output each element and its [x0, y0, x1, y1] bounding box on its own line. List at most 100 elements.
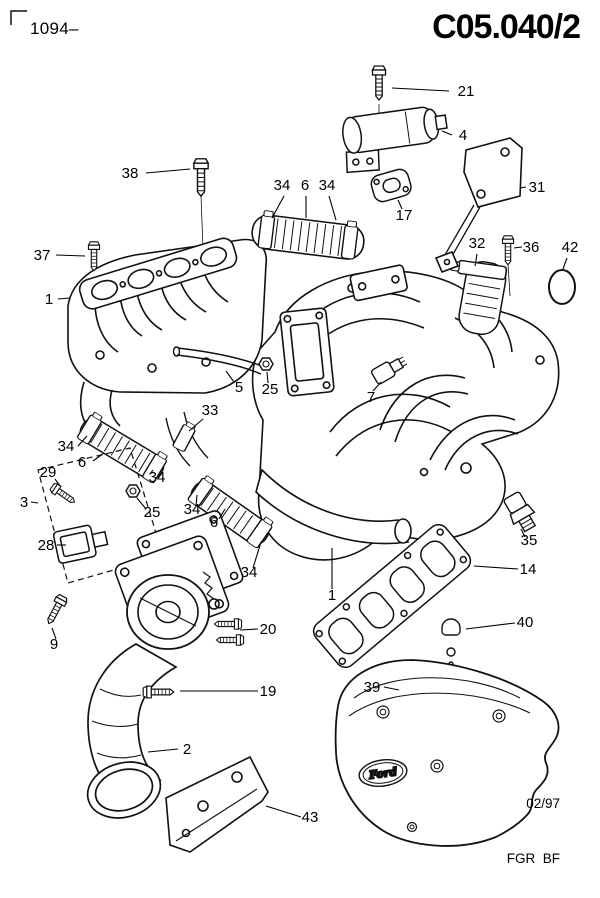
callout-label-25: 25 [262, 381, 279, 398]
callout-label-21: 21 [458, 83, 475, 100]
pipe-5 [172, 346, 265, 375]
callout-label-4: 4 [459, 127, 467, 144]
callout-leader-21 [391, 87, 450, 92]
footer-code: FGR BF [506, 850, 560, 866]
bolt-37 [87, 241, 101, 272]
callout-label-36: 36 [523, 239, 540, 256]
air-intake-tube-2 [86, 643, 178, 819]
callout-leader-40 [465, 622, 516, 630]
callout-label-5: 5 [235, 379, 243, 396]
callout-leader-32 [474, 253, 478, 267]
screw-9 [42, 593, 69, 627]
callout-label-29: 29 [40, 464, 57, 481]
callout-leader-39 [383, 686, 400, 691]
hose-upper [251, 209, 365, 260]
callout-label-34: 34 [149, 469, 166, 486]
callout-label-28: 28 [38, 537, 55, 554]
callout-leader-25 [136, 497, 147, 510]
callout-leader-29 [54, 478, 61, 487]
callout-leader-34 [195, 494, 198, 507]
idle-air-valve-4 [342, 106, 448, 174]
nut-25-upper [258, 357, 274, 371]
bolt-29 [48, 481, 78, 507]
bolt-21 [371, 65, 387, 101]
callout-leader-43 [265, 805, 302, 818]
sensor-35 [503, 491, 537, 533]
callout-leader-37 [55, 254, 86, 257]
gasket-14 [312, 524, 472, 668]
ford-logo-text: Ford [367, 765, 398, 782]
callout-leader-34 [328, 195, 337, 221]
callout-leader-25 [266, 371, 269, 384]
callout-leader-35 [520, 528, 526, 538]
callout-label-9: 9 [50, 636, 58, 653]
callout-label-2: 2 [183, 741, 191, 758]
hose-mid-left [76, 410, 170, 485]
bracket-43 [165, 755, 269, 853]
callout-leader-17 [397, 199, 403, 210]
bolt-19 [142, 685, 175, 699]
callout-label-43: 43 [302, 809, 319, 826]
callout-leader-38 [145, 168, 191, 174]
callout-label-38: 38 [122, 165, 139, 182]
callout-leader-6 [92, 452, 105, 462]
callout-leader-4 [441, 130, 453, 136]
callout-leader-2 [147, 748, 179, 753]
intake-manifold-left [67, 237, 267, 431]
callout-leader-14 [473, 565, 519, 570]
throttle-flange [279, 307, 335, 397]
callout-label-40: 40 [517, 614, 534, 631]
callout-label-6: 6 [210, 514, 218, 531]
bolt-20b [215, 634, 245, 646]
crop-mark [10, 10, 27, 25]
hose-clamp-32 [449, 258, 508, 281]
callout-label-34: 34 [241, 564, 258, 581]
sensor-7 [371, 356, 408, 385]
callout-leader-1 [57, 297, 71, 300]
callout-leader-42 [562, 257, 568, 270]
callout-label-14: 14 [520, 561, 537, 578]
grommet-40 [441, 618, 461, 667]
callout-label-34: 34 [184, 501, 201, 518]
callout-leader-9 [51, 627, 57, 640]
callout-label-20: 20 [260, 621, 277, 638]
callout-label-39: 39 [364, 679, 381, 696]
callout-label-6: 6 [78, 454, 86, 471]
callout-label-34: 34 [58, 438, 75, 455]
nut-25-lower [125, 484, 141, 498]
callout-label-37: 37 [34, 247, 51, 264]
bolt-20a [213, 618, 243, 630]
bolt-36 [501, 235, 515, 266]
callout-leader-34 [149, 469, 154, 475]
throttle-body [114, 510, 244, 650]
callout-leader-7 [372, 381, 382, 392]
callout-label-35: 35 [521, 532, 538, 549]
callout-leader-33 [188, 418, 204, 432]
gasket-17 [370, 168, 412, 203]
callout-label-32: 32 [469, 235, 486, 252]
callout-label-19: 19 [260, 683, 277, 700]
callout-label-17: 17 [396, 207, 413, 224]
callout-leader-5 [225, 370, 235, 383]
callout-label-33: 33 [202, 402, 219, 419]
bolt-38 [193, 158, 209, 197]
callout-label-42: 42 [562, 239, 579, 256]
page-footer: 02/97 FGR BF [507, 758, 560, 886]
callout-label-34: 34 [274, 177, 291, 194]
callout-label-34: 34 [319, 177, 336, 194]
callout-leader-20 [239, 628, 259, 631]
engine-cover-39: Ford [334, 659, 560, 847]
page-reference-number: 1094– [30, 19, 79, 38]
callout-leader-36 [513, 246, 523, 249]
callout-leader-31 [519, 186, 527, 189]
footer-date: 02/97 [526, 795, 560, 811]
o-ring-42 [548, 269, 576, 305]
callout-leader-34 [252, 541, 262, 569]
callout-label-7: 7 [367, 389, 375, 406]
callout-label-1: 1 [45, 291, 53, 308]
sensor-28 [52, 524, 109, 564]
catalog-section-number: C05.040/2 [432, 8, 581, 46]
bracket-31 [434, 137, 523, 274]
callout-label-31: 31 [529, 179, 546, 196]
